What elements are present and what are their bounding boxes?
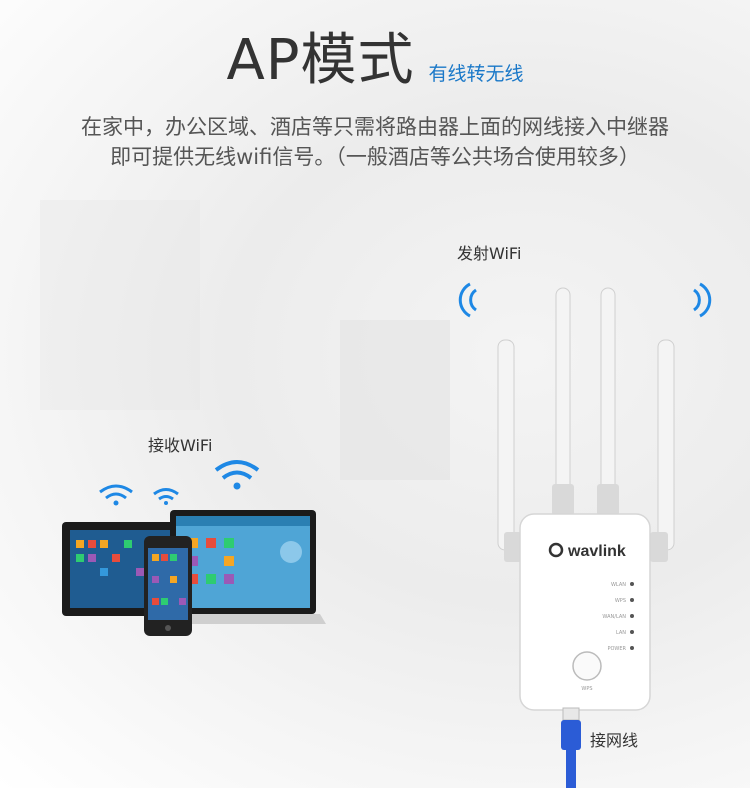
- wifi-icon-right-emit: [693, 282, 712, 318]
- bg-window: [340, 320, 450, 480]
- heading: AP模式 有线转无线: [0, 30, 750, 92]
- wavlink-router: wavlink WLAN WPS WAN/LAN LAN POWER WPS: [497, 287, 675, 711]
- wifi-icon-small-1: [99, 484, 133, 506]
- ethernet-cable: [561, 707, 581, 788]
- description-line-2: 即可提供无线wifi信号。（一般酒店等公共场合使用较多）: [110, 145, 640, 169]
- wifi-icon-small-2: [153, 488, 179, 505]
- laptop: [162, 510, 326, 624]
- led-label-2: WPS: [615, 598, 626, 604]
- receive-wifi-label: 接收WiFi: [148, 436, 213, 455]
- page-title: AP模式: [226, 28, 415, 93]
- led-label-4: LAN: [616, 630, 626, 636]
- wps-button-label: WPS: [581, 686, 592, 692]
- led-label-1: WLAN: [611, 582, 626, 588]
- page-subtitle: 有线转无线: [428, 63, 524, 85]
- wifi-icon-large: [214, 460, 260, 490]
- smartphone: [144, 536, 192, 636]
- led-label-3: WAN/LAN: [602, 614, 626, 620]
- router-brand: wavlink: [567, 543, 626, 560]
- emit-wifi-label: 发射WiFi: [457, 244, 522, 263]
- bg-cabinet: [40, 200, 200, 410]
- wifi-icon-left-emit: [458, 282, 477, 318]
- cable-label: 接网线: [590, 731, 639, 750]
- description: 在家中，办公区域、酒店等只需将路由器上面的网线接入中继器 即可提供无线wifi信…: [0, 112, 750, 172]
- description-line-1: 在家中，办公区域、酒店等只需将路由器上面的网线接入中继器: [81, 115, 669, 139]
- led-label-5: POWER: [607, 646, 626, 652]
